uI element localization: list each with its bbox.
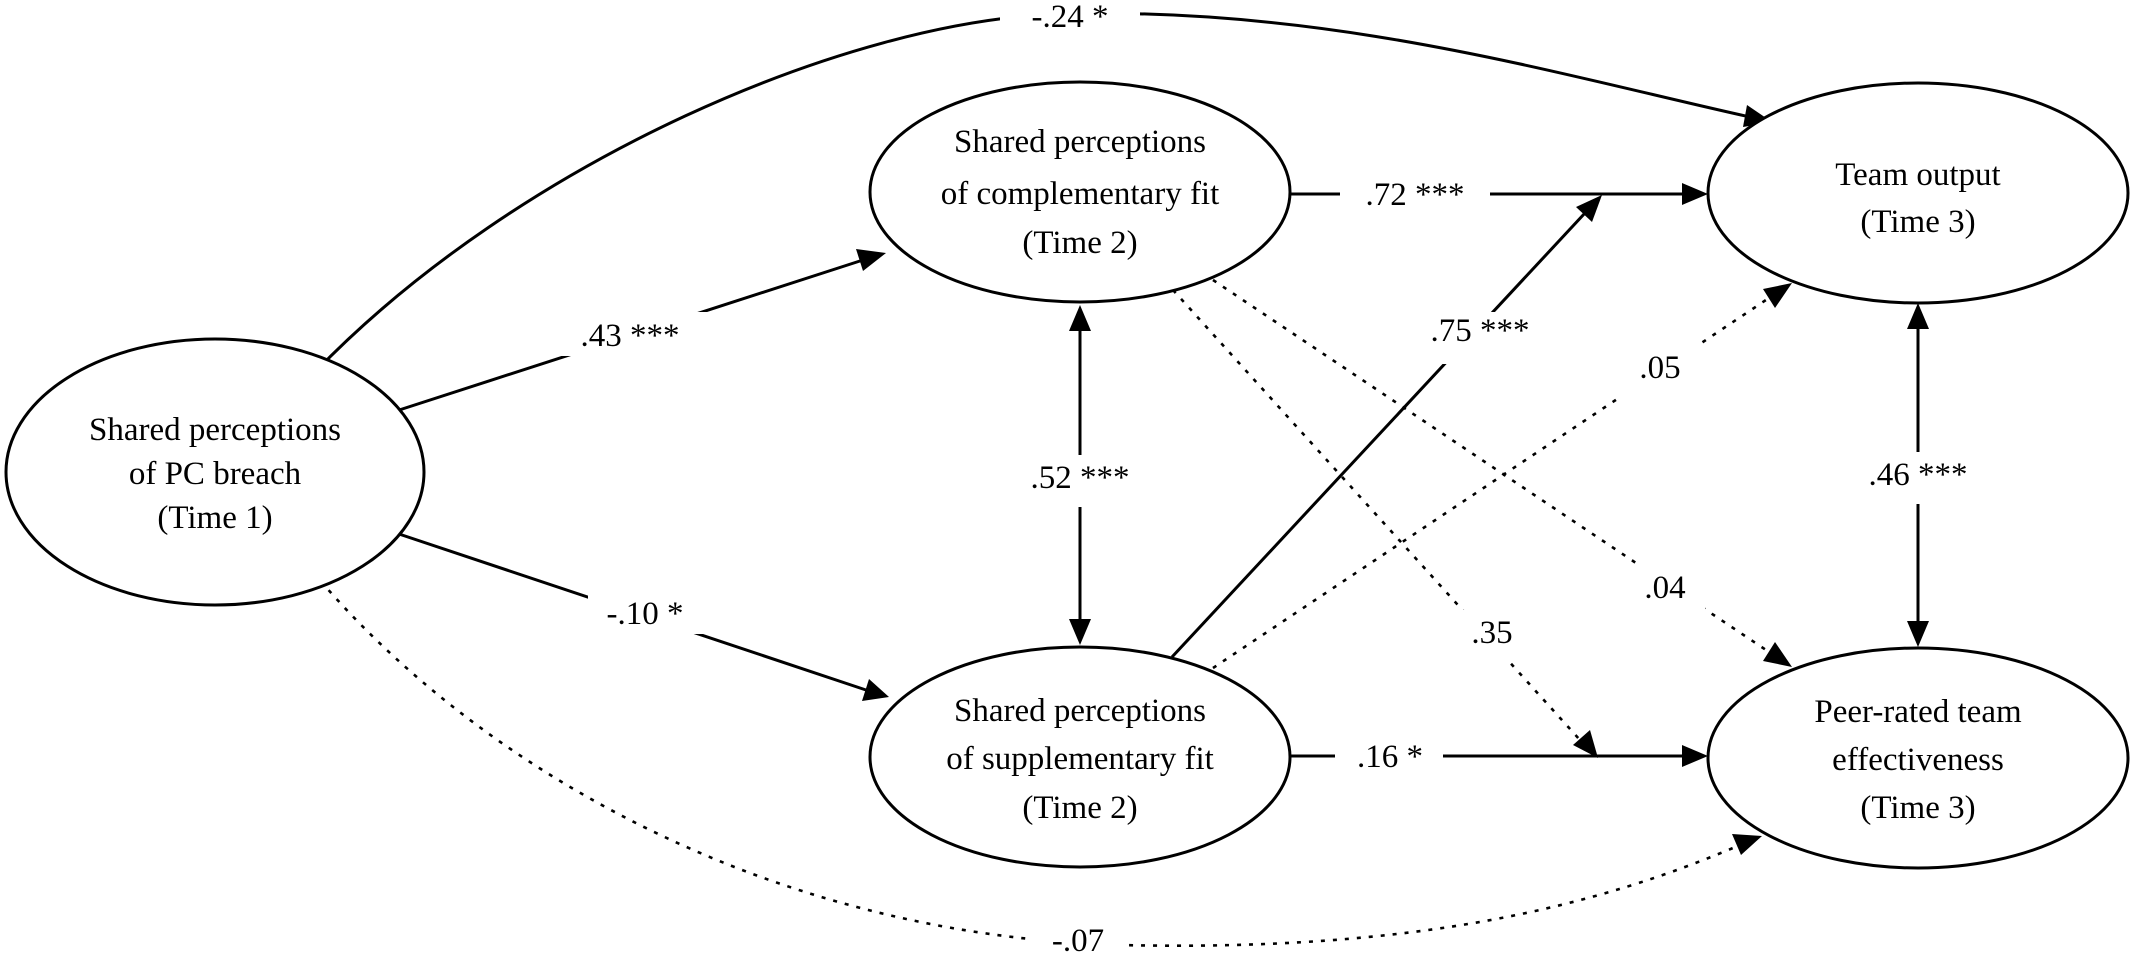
edge-label-complementary-to-output: .72 *** [1340,174,1490,216]
edge-label-supplementary-to-effectiveness: .16 * [1335,736,1443,778]
arrowhead-supplementary-to-output-dashed [1763,283,1792,308]
svg-text:.16 *: .16 * [1357,739,1423,775]
node-pc-breach-line-1: Shared perceptions [89,412,341,448]
svg-text:.46 ***: .46 *** [1869,457,1968,493]
arrowhead-complementary-to-effectiveness [1763,642,1792,667]
node-pc-breach: Shared perceptions of PC breach (Time 1) [4,337,426,607]
node-team-effectiveness-line-3: (Time 3) [1860,790,1975,826]
svg-text:-.24 *: -.24 * [1032,0,1109,35]
arrowhead-supplementary-to-output [1576,195,1602,222]
arrowhead-breach-to-complementary [856,249,886,271]
edge-label-complementary-supplementary: .52 *** [1012,455,1160,507]
node-team-output: Team output (Time 3) [1706,81,2130,305]
svg-text:.52 ***: .52 *** [1031,460,1130,496]
node-supplementary-fit-line-2: of supplementary fit [946,741,1214,777]
node-supplementary-fit-line-3: (Time 2) [1022,790,1137,826]
path-supplementary-to-output [1170,211,1587,659]
path-complementary-to-effectiveness [1212,278,1773,656]
edge-label-complementary-to-effectiveness-2: .35 [1455,610,1531,662]
arrowhead-complementary-top [1069,305,1091,331]
arrowhead-supplementary-bottom [1069,619,1091,645]
arrowhead-breach-to-effectiveness [1732,834,1762,855]
node-pc-breach-line-3: (Time 1) [157,500,272,536]
arrowhead-breach-to-supplementary [862,679,889,701]
svg-text:.05: .05 [1639,350,1680,386]
arrowhead-effectiveness-bottom [1907,621,1929,647]
node-supplementary-fit: Shared perceptions of supplementary fit … [868,645,1292,869]
svg-text:.75 ***: .75 *** [1431,313,1530,349]
arrowhead-complementary-to-output [1682,183,1708,205]
svg-text:.04: .04 [1644,570,1685,606]
node-pc-breach-line-2: of PC breach [129,456,302,492]
node-complementary-fit: Shared perceptions of complementary fit … [868,80,1292,304]
path-complementary-to-effectiveness-2 [1172,289,1581,741]
path-breach-to-effectiveness [312,571,1741,947]
edge-label-breach-to-effectiveness: -.07 [1030,922,1125,957]
node-team-output-line-1: Team output [1835,157,2000,193]
node-supplementary-fit-line-1: Shared perceptions [954,693,1206,729]
svg-text:.35: .35 [1471,615,1512,651]
svg-text:-.10 *: -.10 * [607,596,684,632]
edge-label-breach-to-complementary: .43 *** [555,312,710,356]
arrowhead-complementary-to-effectiveness-2 [1573,730,1598,758]
svg-text:.43 ***: .43 *** [581,318,680,354]
svg-text:-.07: -.07 [1052,923,1104,957]
node-team-effectiveness: Peer-rated team effectiveness (Time 3) [1706,646,2130,870]
edge-label-breach-to-output: -.24 * [1000,0,1140,35]
node-complementary-fit-line-1: Shared perceptions [954,124,1206,160]
edge-label-complementary-to-effectiveness: .04 [1625,565,1705,617]
node-team-effectiveness-line-1: Peer-rated team [1814,694,2022,730]
arrowhead-supplementary-to-effectiveness [1682,745,1708,767]
node-team-effectiveness-line-2: effectiveness [1832,742,2004,778]
arrowhead-output-top [1907,303,1929,329]
edge-label-supplementary-to-output-dashed: .05 [1618,345,1700,397]
node-complementary-fit-line-2: of complementary fit [941,176,1220,212]
svg-text:.72 ***: .72 *** [1366,177,1465,213]
path-supplementary-to-output-dashed [1212,294,1773,670]
node-team-output-line-2: (Time 3) [1860,204,1975,240]
node-complementary-fit-line-3: (Time 2) [1022,225,1137,261]
edge-label-output-effectiveness: .46 *** [1850,452,1998,504]
edge-label-breach-to-supplementary: -.10 * [588,592,703,634]
edge-label-supplementary-to-output: .75 *** [1420,312,1538,364]
